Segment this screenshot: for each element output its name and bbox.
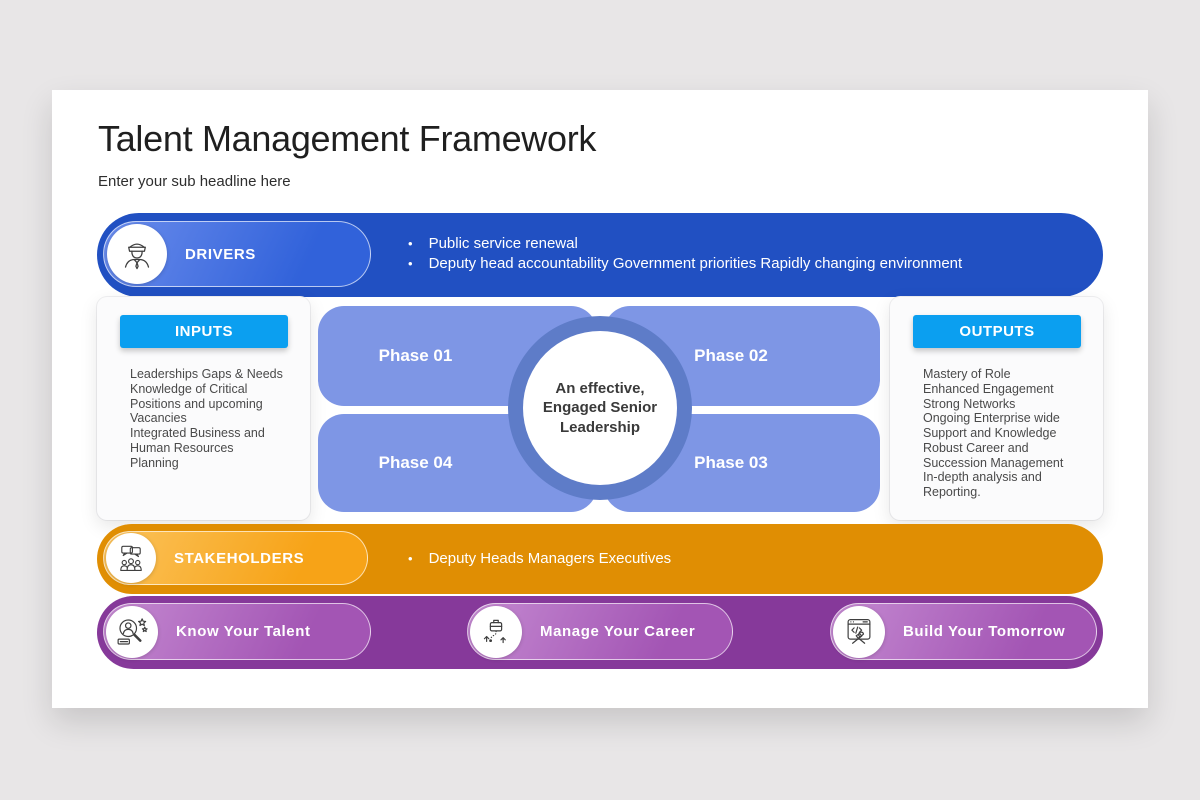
drivers-bullet-list: Public service renewal Deputy head accou… (408, 234, 963, 274)
officer-icon (107, 224, 167, 284)
outputs-card: OUTPUTS Mastery of Role Enhanced Engagem… (890, 297, 1103, 520)
bottom-item-label: Know Your Talent (176, 623, 311, 640)
page-title: Talent Management Framework (98, 118, 597, 159)
bullet-item: Public service renewal (408, 234, 962, 254)
center-circle-label: An effective, Engaged Senior Leadership (523, 331, 677, 485)
inputs-header: INPUTS (120, 315, 288, 348)
bottom-item-label: Build Your Tomorrow (903, 623, 1066, 640)
bottom-item-build-your-tomorrow: Build Your Tomorrow (830, 603, 1097, 660)
talent-search-icon (106, 605, 158, 658)
center-circle: An effective, Engaged Senior Leadership (508, 316, 692, 500)
stakeholders-label: STAKEHOLDERS (174, 549, 305, 567)
group-chat-icon (106, 533, 156, 583)
inputs-card: INPUTS Leaderships Gaps & Needs Knowledg… (97, 297, 310, 520)
stakeholders-bar: STAKEHOLDERS Deputy Heads Managers Execu… (97, 524, 1103, 594)
stakeholders-pill: STAKEHOLDERS (103, 531, 368, 585)
bullet-item: Deputy Heads Managers Executives (408, 549, 672, 569)
bullet-item: Deputy head accountability Government pr… (408, 254, 963, 274)
slide-canvas: Talent Management Framework Enter your s… (52, 90, 1148, 708)
page-subtitle: Enter your sub headline here (98, 173, 291, 190)
drivers-bar: DRIVERS Public service renewal Deputy he… (97, 213, 1103, 297)
outputs-body: Mastery of Role Enhanced Engagement Stro… (923, 367, 1064, 499)
bottom-item-know-your-talent: Know Your Talent (103, 603, 371, 660)
outputs-header: OUTPUTS (913, 315, 1081, 348)
bottom-bar: Know Your Talent Manage Your Career (97, 596, 1103, 669)
stakeholders-bullet-list: Deputy Heads Managers Executives (408, 549, 672, 569)
drivers-pill: DRIVERS (103, 221, 371, 287)
bottom-item-label: Manage Your Career (540, 623, 696, 640)
career-path-icon (470, 605, 522, 658)
inputs-body: Leaderships Gaps & Needs Knowledge of Cr… (130, 367, 283, 470)
build-tools-icon (833, 605, 885, 658)
bottom-item-manage-your-career: Manage Your Career (467, 603, 733, 660)
drivers-label: DRIVERS (185, 245, 256, 263)
